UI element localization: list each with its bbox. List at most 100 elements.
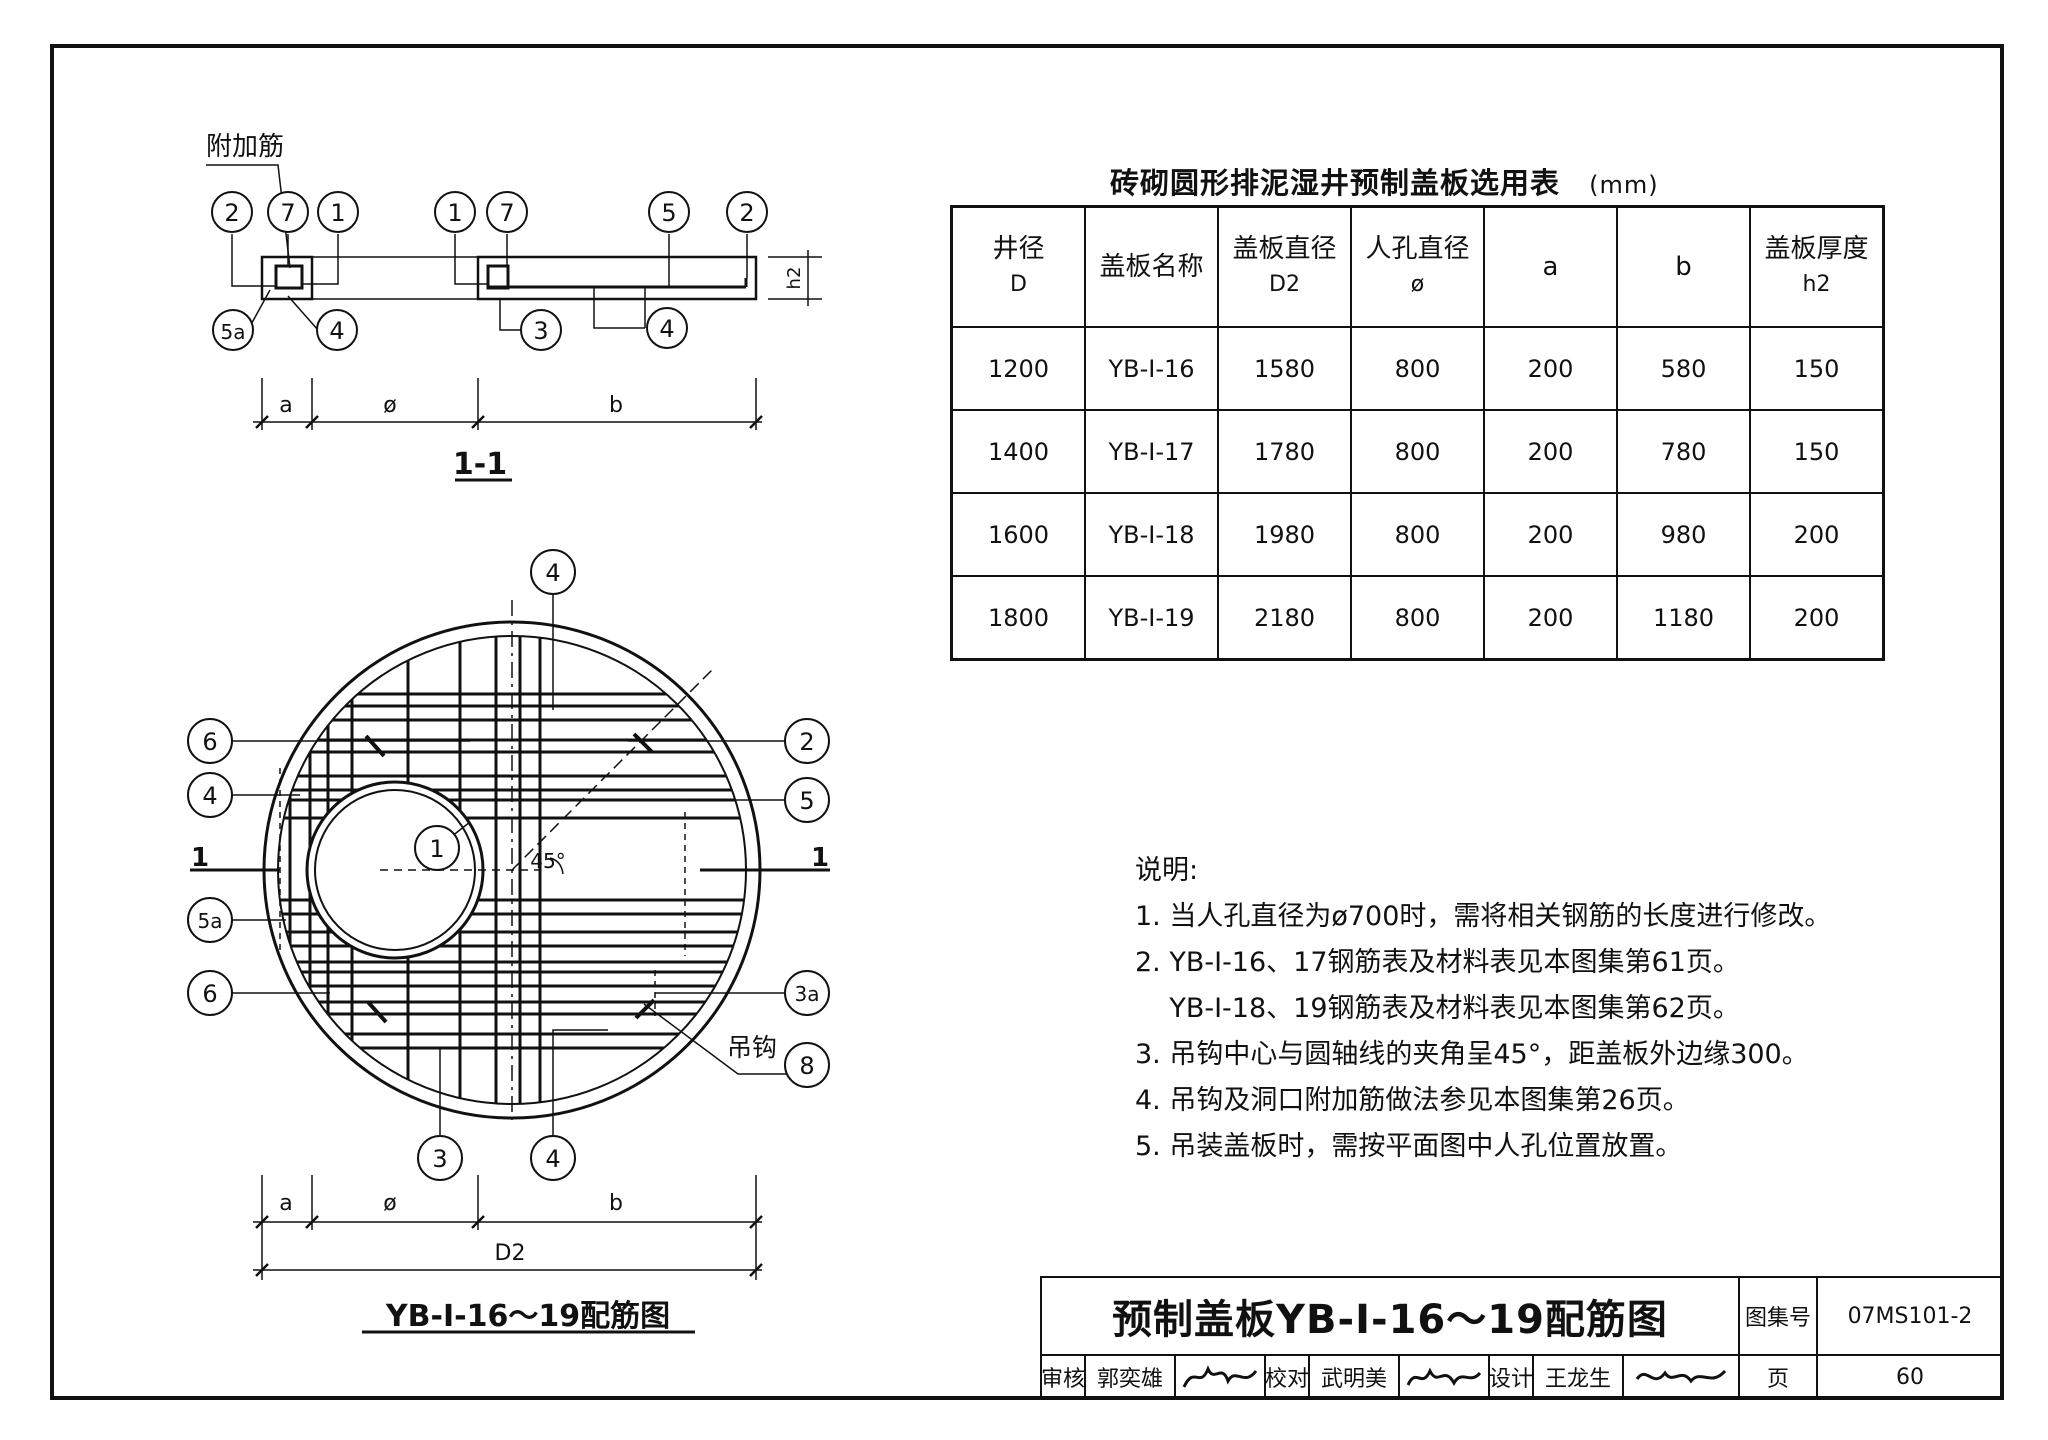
designer-name: 王龙生 (1532, 1354, 1624, 1400)
table-cell: 1580 (1217, 326, 1352, 411)
marker-3a: 3a (795, 982, 820, 1006)
marker-5: 5 (661, 199, 676, 227)
marker-2: 2 (799, 728, 814, 756)
marker-1: 1 (447, 199, 462, 227)
table-cell: YB-Ⅰ-16 (1084, 326, 1219, 411)
marker-4: 4 (329, 317, 344, 345)
review-label: 审核 (1040, 1354, 1086, 1400)
table-cell: 1180 (1616, 575, 1751, 661)
drawing-frame (50, 44, 2004, 1400)
marker-4: 4 (659, 315, 674, 343)
table-cell: YB-Ⅰ-18 (1084, 492, 1219, 577)
section-mark-right: 1 (811, 843, 829, 873)
table-unit: (mm) (1589, 171, 1659, 199)
signature-icon (1182, 1365, 1258, 1388)
signature-icon (1406, 1367, 1482, 1387)
check-label: 校对 (1264, 1354, 1310, 1400)
table-row: 1200 YB-Ⅰ-16 1580 800 200 580 150 (950, 326, 1885, 411)
marker-8: 8 (799, 1052, 814, 1080)
checker-signature (1398, 1354, 1490, 1400)
header-cell: b (1616, 205, 1751, 328)
marker-7: 7 (280, 199, 295, 227)
marker-4: 4 (202, 782, 217, 810)
table-cell: 980 (1616, 492, 1751, 577)
table-cell: 200 (1483, 575, 1618, 661)
plan-title: YB-Ⅰ-16～19配筋图 (385, 1299, 670, 1334)
note-item: 5. 吊装盖板时，需按平面图中人孔位置放置。 (1135, 1131, 1683, 1162)
table-cell: YB-Ⅰ-17 (1084, 409, 1219, 494)
page-number: 60 (1816, 1354, 2004, 1400)
table-row: 1800 YB-Ⅰ-19 2180 800 200 1180 200 (950, 575, 1885, 661)
note-item: 1. 当人孔直径为ø700时，需将相关钢筋的长度进行修改。 (1135, 901, 1832, 932)
table-cell: 200 (1483, 409, 1618, 494)
table-cell: 1980 (1217, 492, 1352, 577)
table-row: 1400 YB-Ⅰ-17 1780 800 200 780 150 (950, 409, 1885, 494)
designer-signature (1622, 1354, 1740, 1400)
selection-table-title: 砖砌圆形排泥湿井预制盖板选用表 (mm) (1110, 160, 1659, 202)
marker-6: 6 (202, 980, 217, 1008)
table-cell: 1200 (950, 326, 1086, 411)
marker-4: 4 (545, 1145, 560, 1173)
marker-2: 2 (739, 199, 754, 227)
notes-heading: 说明: (1135, 855, 1199, 886)
section-title: 1-1 (453, 447, 507, 482)
table-cell: 800 (1350, 492, 1485, 577)
checker-name: 武明美 (1308, 1354, 1400, 1400)
marker-5a: 5a (198, 909, 223, 933)
dim-a: a (279, 393, 292, 418)
marker-6: 6 (202, 728, 217, 756)
dim-phi: ø (383, 1191, 396, 1216)
table-cell: YB-Ⅰ-19 (1084, 575, 1219, 661)
dim-d2: D2 (495, 1241, 526, 1266)
signature-icon (1635, 1369, 1727, 1384)
note-item: YB-Ⅰ-18、19钢筋表及材料表见本图集第62页。 (1135, 993, 1740, 1024)
table-cell: 1800 (950, 575, 1086, 661)
dim-phi: ø (383, 393, 396, 418)
table-cell: 200 (1483, 492, 1618, 577)
marker-5: 5 (799, 787, 814, 815)
marker-7: 7 (499, 199, 514, 227)
dim-b: b (609, 1191, 623, 1216)
title-block: 预制盖板YB-Ⅰ-16～19配筋图 图集号 07MS101-2 审核 郭奕雄 校… (1040, 1276, 2004, 1400)
reviewer-name: 郭奕雄 (1084, 1354, 1176, 1400)
plan-view (190, 572, 830, 1334)
table-cell: 1780 (1217, 409, 1352, 494)
marker-4: 4 (545, 559, 560, 587)
marker-2: 2 (224, 199, 239, 227)
atlas-label: 图集号 (1738, 1276, 1818, 1356)
table-cell: 150 (1749, 409, 1885, 494)
table-row: 1600 YB-Ⅰ-18 1980 800 200 980 200 (950, 492, 1885, 577)
section-1-1 (206, 164, 822, 482)
marker-1: 1 (429, 835, 444, 863)
table-cell: 800 (1350, 326, 1485, 411)
table-cell: 2180 (1217, 575, 1352, 661)
table-cell: 1400 (950, 409, 1086, 494)
section-mark-left: 1 (191, 843, 209, 873)
table-title-text: 砖砌圆形排泥湿井预制盖板选用表 (1110, 166, 1561, 200)
marker-1: 1 (330, 199, 345, 227)
page-label: 页 (1738, 1354, 1818, 1400)
table-cell: 200 (1749, 492, 1885, 577)
marker-5a: 5a (221, 320, 246, 344)
table-cell: 150 (1749, 326, 1885, 411)
dim-b: b (609, 393, 623, 418)
table-cell: 1600 (950, 492, 1086, 577)
note-item: 2. YB-Ⅰ-16、17钢筋表及材料表见本图集第61页。 (1135, 947, 1740, 978)
marker-3: 3 (533, 317, 548, 345)
extra-bar-label: 附加筋 (206, 132, 284, 162)
header-cell: a (1483, 205, 1618, 328)
table-cell: 780 (1616, 409, 1751, 494)
marker-3: 3 (432, 1145, 447, 1173)
header-cell: 盖板名称 (1084, 205, 1219, 328)
notes: 说明: 1. 当人孔直径为ø700时，需将相关钢筋的长度进行修改。 2. YB-… (1135, 848, 1831, 1170)
dim-a: a (279, 1191, 292, 1216)
dim-h2: h2 (784, 267, 805, 290)
table-cell: 580 (1616, 326, 1751, 411)
table-cell: 800 (1350, 575, 1485, 661)
